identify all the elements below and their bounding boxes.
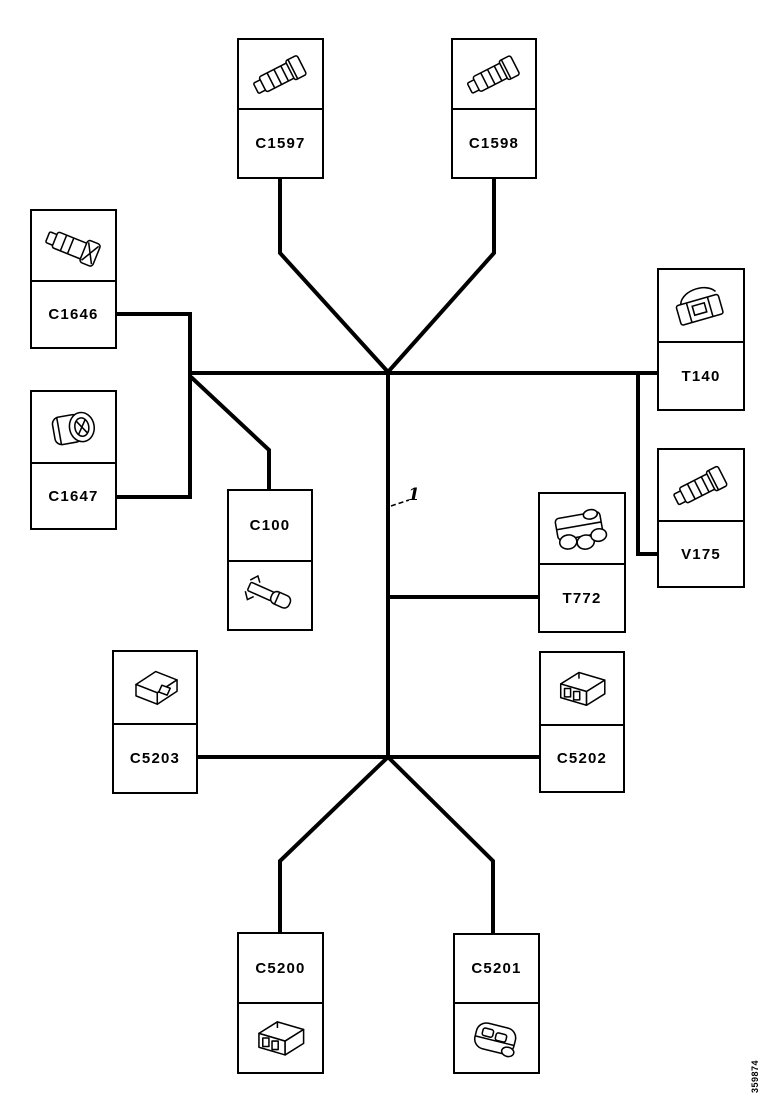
lever-connector-icon xyxy=(662,273,740,338)
component-box-c1598: C1598 xyxy=(451,38,537,179)
connector-illustration xyxy=(455,1002,538,1072)
connector-illustration xyxy=(32,392,115,462)
connector-illustration xyxy=(659,450,743,520)
component-box-c5201: C5201 xyxy=(453,933,540,1074)
connector-illustration xyxy=(239,40,322,108)
component-box-v175: V175 xyxy=(657,448,745,588)
block-connector-icon xyxy=(242,1007,319,1069)
connector-illustration xyxy=(239,1002,322,1072)
component-label: T772 xyxy=(540,563,624,631)
connector-illustration xyxy=(229,560,311,629)
component-label: C5203 xyxy=(114,723,196,792)
connector-illustration xyxy=(114,652,196,723)
component-box-c1647: C1647 xyxy=(30,390,117,530)
connector-illustration xyxy=(32,211,115,280)
connector-illustration xyxy=(541,653,623,724)
wire-c1597 xyxy=(278,178,390,374)
component-label: T140 xyxy=(659,341,743,409)
figure-code: 359874 xyxy=(750,1059,760,1093)
component-label: C5202 xyxy=(541,724,623,791)
wire-c1598 xyxy=(386,178,496,374)
callout-leader-line xyxy=(390,499,410,507)
cylindrical-connector-icon xyxy=(35,214,112,277)
wire-c5200-branch xyxy=(278,755,390,933)
connector-illustration xyxy=(453,40,535,108)
wire-right-branch xyxy=(636,373,658,556)
module-connector-icon xyxy=(117,655,193,720)
cylindrical-connector-icon xyxy=(456,43,532,105)
block-connector-icon xyxy=(544,656,620,721)
harness-callout-number: 1 xyxy=(408,485,420,505)
rounded-block-connector-icon xyxy=(458,1007,535,1069)
component-box-c1646: C1646 xyxy=(30,209,117,349)
component-label: C1647 xyxy=(32,462,115,528)
component-box-t772: T772 xyxy=(538,492,626,633)
component-label: C5201 xyxy=(471,960,522,977)
cylindrical-connector-icon xyxy=(242,43,319,105)
component-label: C1597 xyxy=(239,108,322,177)
terminal-pin-icon xyxy=(232,565,308,626)
connector-illustration xyxy=(659,270,743,341)
component-box-t140: T140 xyxy=(657,268,745,411)
round-connector-icon xyxy=(35,395,112,459)
component-box-c5200: C5200 xyxy=(237,932,324,1074)
component-label: C1646 xyxy=(32,280,115,347)
multi-connector-icon xyxy=(543,497,621,560)
cylindrical-connector-icon xyxy=(662,453,740,517)
component-label: C1598 xyxy=(453,108,535,177)
wire-c100-branch xyxy=(189,375,271,490)
connector-illustration xyxy=(540,494,624,563)
wire-c5201-branch xyxy=(386,755,495,934)
component-box-c100: C100 xyxy=(227,489,313,631)
component-box-c1597: C1597 xyxy=(237,38,324,179)
component-box-c5202: C5202 xyxy=(539,651,625,793)
component-label: C100 xyxy=(249,517,291,534)
component-label: V175 xyxy=(659,520,743,586)
component-box-c5203: C5203 xyxy=(112,650,198,794)
component-label: C5200 xyxy=(255,959,306,977)
